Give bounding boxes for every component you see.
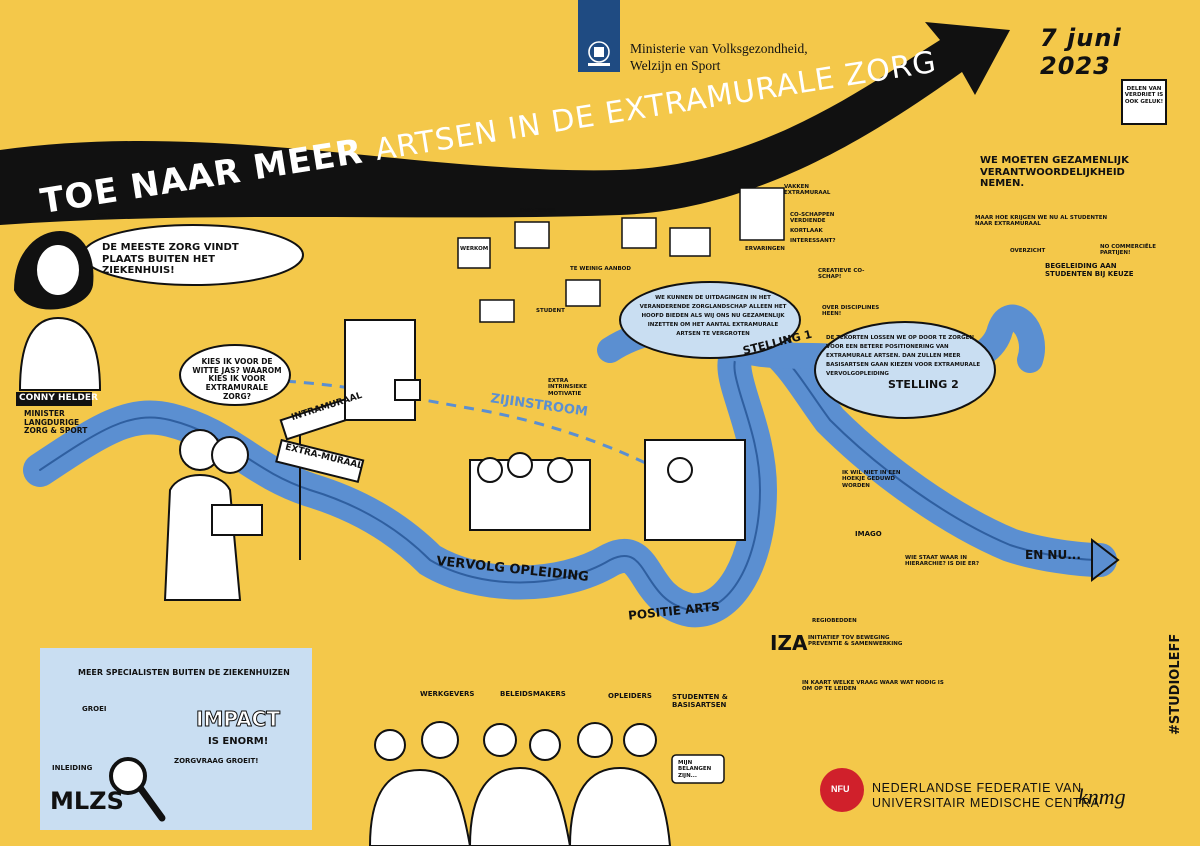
impact-label: IMPACT [196,707,281,731]
stelling-1-text: WE KUNNEN DE UITDAGINGEN IN HET VERANDER… [639,295,787,337]
hanging-sign-text: DELEN VAN VERDRIET IS OOK GELUK! [1124,86,1164,105]
student-thought-bubble [179,344,291,406]
office-scene [644,439,746,541]
overzicht-note: OVERZICHT [1010,248,1046,254]
creatieve-note: CREATIEVE CO-SCHAP! [818,268,865,281]
en-nu-label: EN NU... [1025,548,1081,562]
hospital-building [344,319,421,421]
hierarchie-note: WIE STAAT WAAR IN HIERARCHIE? IS DIE ER? [905,555,980,568]
enorm-label: IS ENORM! [208,736,269,747]
rijksoverheid-logo-bar [578,0,620,72]
begeleiding-note: BEGELEIDING AAN STUDENTEN BIJ KEUZE [1045,262,1134,279]
hoe-note: MAAR HOE KRIJGEN WE NU AL STUDENTEN NAAR… [975,215,1108,228]
classroom-scene [469,452,591,531]
zorgvraag-label: ZORGVRAAG GROEIT! [174,757,259,765]
nfu-logo [820,768,864,812]
studio-credit: #STUDIOLEFF [1168,633,1183,735]
speaker-name: CONNY HELDER [19,393,98,403]
speaker-role: MINISTER LANGDURIGE ZORG & SPORT [24,409,88,436]
knmg-logo-text: knmg [1078,784,1126,809]
stelling-2-text: DE TEKORTEN LOSSEN WE OP DOOR TE ZORGEN … [826,335,981,377]
inleiding-label: INLEIDING [52,764,93,772]
student-note: STUDENT [536,308,565,314]
commercieel-note: NO COMMERCIËLE PARTIJEN! [1100,244,1156,257]
magnifier-icon [109,757,166,822]
samen-note: WE MOETEN GEZAMENLIJK VERANTWOORDELIJKHE… [980,155,1129,189]
speaker-figure [13,230,102,391]
signpost [275,394,365,560]
ervaringen-note: ERVARINGEN [745,246,785,252]
kortlaak-note: KORTLAAK [790,228,823,234]
hoekje-note: IK WIL NIET IN EEN HOEKJE GEDUWD WORDEN [842,470,901,489]
nfu-badge-text: NFU [831,784,850,794]
iza-subtext: IN KAART WELKE VRAAG WAAR WAT NODIG IS O… [802,680,944,693]
te-weinig-note: TE WEINIG AANBOD [570,266,631,272]
regio-note: REGIOBEDDEN [812,618,857,624]
crowd-figures [368,721,672,846]
studenten-label: STUDENTEN & BASISARTSEN [672,693,728,710]
event-date: 7 juni 2023 [1040,24,1122,80]
en-nu-arrowhead [1091,537,1120,583]
motivatie-note: EXTRA INTRINSIEKE MOTIVATIE [548,378,588,397]
impact-headline: MEER SPECIALISTEN BUITEN DE ZIEKENHUIZEN [78,668,290,677]
opleiders-label: OPLEIDERS [608,692,652,700]
onderwijs-note: ONDERWIJS [520,208,556,214]
stelling-2-label: STELLING 2 [888,378,959,391]
speaker-quote: DE MEESTE ZORG VINDT PLAATS BUITEN HET Z… [102,242,239,276]
crest-icon [588,41,610,66]
vakken-note: VAKKEN EXTRAMURAAL [784,184,831,197]
imago-note: IMAGO [855,530,882,538]
werkom-note: WERKOM [460,246,489,252]
over-grenzen-note: OVER DISCIPLINES HEEN! [822,305,880,318]
belangen-text: MIJN BELANGEN ZIJN... [678,760,712,779]
title-arrow [0,22,1010,225]
nfu-name: NEDERLANDSE FEDERATIE VAN UNIVERSITAIR M… [872,781,1100,810]
iza-label: IZA [770,631,808,655]
beleidsmakers-label: BELEIDSMAKERS [500,690,566,698]
impact-panel [40,648,312,830]
ministry-name: Ministerie van Volksgezondheid, Welzijn … [630,41,808,73]
coschappen-note: CO-SCHAPPEN VERDIENDE [790,212,835,225]
top-sketches [457,187,785,323]
groei-label: GROEI [82,705,107,713]
student-thought: KIES IK VOOR DE WITTE JAS? WAAROM KIES I… [192,357,282,401]
stelling-1-bubble [619,281,801,359]
stelling-2-bubble [814,321,996,419]
mlzs-label: MLZS [50,787,124,815]
werkgevers-label: WERKGEVERS [420,690,475,698]
iza-text: INITIATIEF TOV BEWEGING PREVENTIE & SAME… [808,635,903,648]
student-figure [163,429,263,601]
omdat-label: OMDAT... [96,212,132,220]
hanging-sign [1121,79,1167,125]
belangen-bubble [671,754,725,784]
speaker-nameplate [16,392,92,406]
interessant-note: INTERESSANT? [790,238,836,244]
